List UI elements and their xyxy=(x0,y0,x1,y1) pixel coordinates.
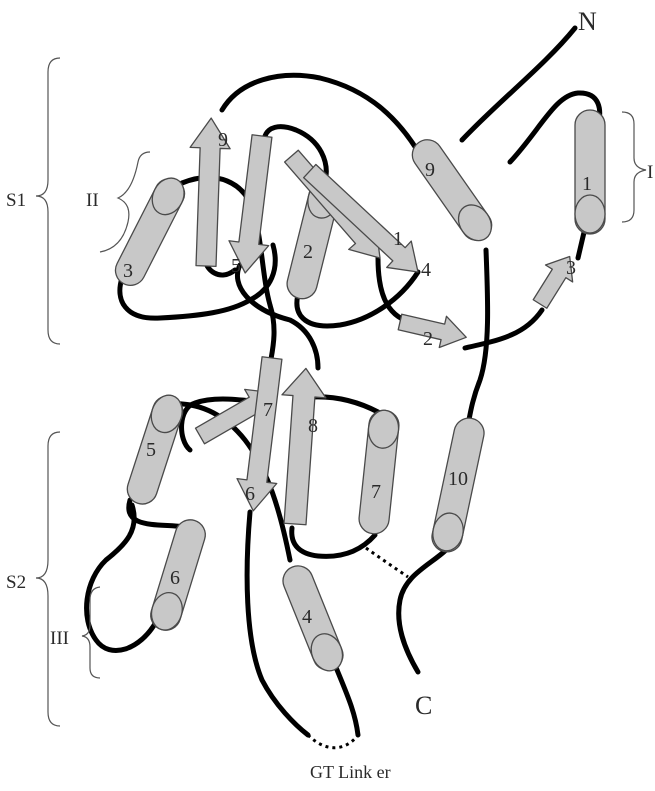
chain-h7-bottom xyxy=(292,528,375,556)
region-braces xyxy=(36,58,646,726)
strand-2 xyxy=(396,306,469,352)
chain-s3-to-s2 xyxy=(465,310,542,348)
strand-9-label: 9 xyxy=(218,129,228,151)
helix-4 xyxy=(278,561,347,675)
helix-1-label: 1 xyxy=(582,173,592,195)
chain-h4-linker xyxy=(333,660,358,735)
region-label-iii: III xyxy=(50,628,69,649)
linker-gt-dotted xyxy=(308,735,358,748)
helix-7 xyxy=(358,409,401,535)
c-terminus-label: C xyxy=(415,691,432,720)
brace-s1 xyxy=(36,58,60,344)
strand-4-label: 4 xyxy=(421,259,431,281)
strand-3-label: 3 xyxy=(566,257,576,279)
helix-3-label: 3 xyxy=(123,260,133,282)
strand-1-label: 1 xyxy=(393,228,403,250)
helix-7-label: 7 xyxy=(371,481,381,503)
gt-linker-label: GT Link er xyxy=(310,762,391,782)
chain-n-terminal xyxy=(462,28,575,140)
strand-8 xyxy=(273,367,328,526)
chain-c-terminal xyxy=(399,550,446,672)
strand-6-label: 6 xyxy=(245,483,255,505)
helix-9-label: 9 xyxy=(425,159,435,181)
chain-h10-top xyxy=(468,250,488,425)
strand-2-label: 2 xyxy=(423,328,433,350)
chain-h6-to-h3loop xyxy=(87,505,156,650)
region-label-i: I xyxy=(647,162,653,183)
helix-4-label: 4 xyxy=(302,606,312,628)
helices xyxy=(110,110,605,676)
helix-5-label: 5 xyxy=(146,439,156,461)
n-terminus-label: N xyxy=(578,7,597,36)
helix-1 xyxy=(575,110,605,234)
helix-10-label: 10 xyxy=(448,468,468,490)
helix-9 xyxy=(406,134,498,247)
helix-6-label: 6 xyxy=(170,567,180,589)
region-label-s1: S1 xyxy=(6,190,26,211)
region-label-s2: S2 xyxy=(6,572,26,593)
helix-2-label: 2 xyxy=(303,241,313,263)
strand-7-label: 7 xyxy=(263,399,273,421)
strand-5-label: 5 xyxy=(231,255,241,277)
brace-i xyxy=(622,112,646,222)
backbone xyxy=(87,28,600,748)
linker-c-dotted xyxy=(366,548,408,577)
region-label-ii: II xyxy=(86,190,99,211)
brace-s2 xyxy=(36,432,60,726)
strand-8-label: 8 xyxy=(308,415,318,437)
